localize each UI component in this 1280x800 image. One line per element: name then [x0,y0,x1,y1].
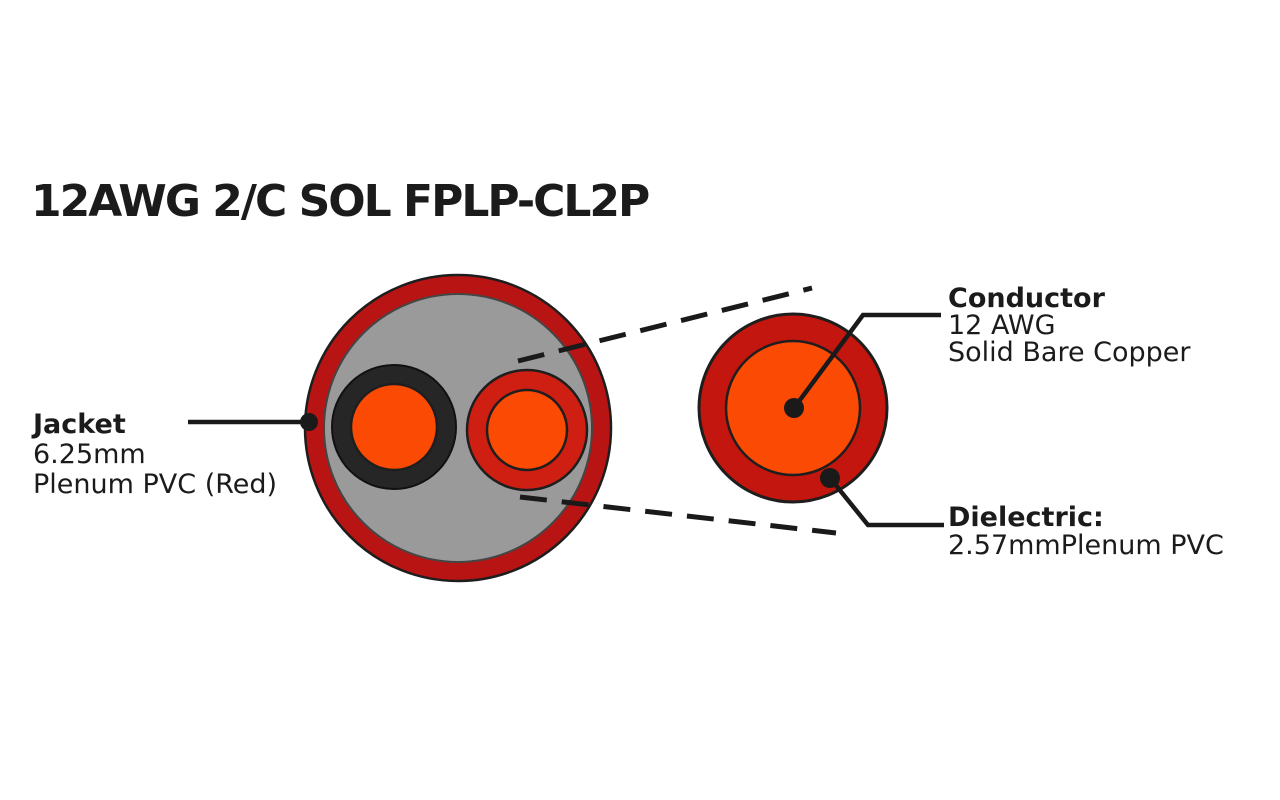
conductor-label-gauge: 12 AWG [948,310,1056,341]
dielectric-label: Dielectric: 2.57mmPlenum PVC [948,504,1224,560]
jacket-label-heading: Jacket [33,409,126,440]
dielectric-leader-line [828,476,944,528]
jacket-label: Jacket 6.25mm Plenum PVC (Red) [33,410,277,500]
conductor-red-core [485,388,569,472]
cable-cross-section [303,273,613,583]
conductor-label-material: Solid Bare Copper [948,337,1191,368]
conductor-leader-dot [784,398,804,418]
zoom-dash-line-bottom [519,494,837,536]
dielectric-label-spec: 2.57mmPlenum PVC [948,530,1224,561]
jacket-label-material: Plenum PVC (Red) [33,469,278,500]
dielectric-label-heading: Dielectric: [948,502,1104,533]
conductor-black-core [349,382,439,472]
conductor-label-heading: Conductor [948,283,1105,314]
conductor-label: Conductor 12 AWG Solid Bare Copper [948,285,1191,366]
conductor-leader-line [792,312,941,410]
jacket-leader-dot [300,413,318,431]
dielectric-leader-dot [820,468,840,488]
diagram-title: 12AWG 2/C SOL FPLP-CL2P [31,176,650,227]
jacket-label-size: 6.25mm [33,439,146,470]
zoom-dash-line-top [517,285,813,364]
